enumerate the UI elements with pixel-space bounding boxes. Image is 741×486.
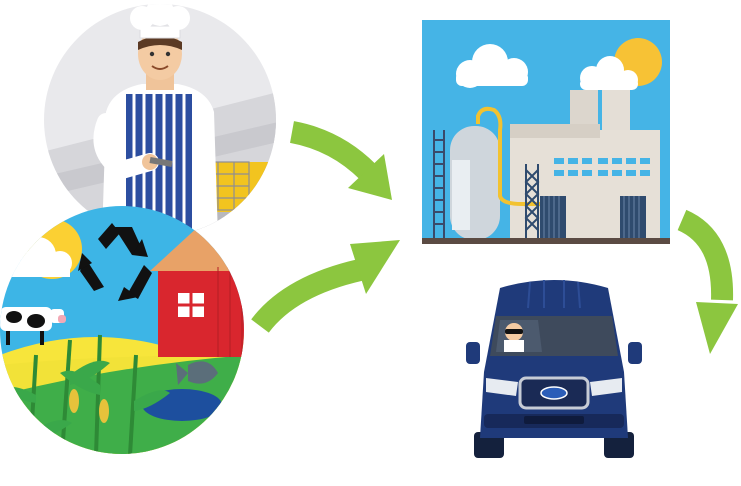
chef-frying-icon	[44, 4, 276, 236]
arrow-chef-to-refinery	[289, 121, 392, 200]
arrow-refinery-to-van	[677, 209, 738, 354]
delivery-van-icon	[466, 280, 642, 458]
arrow-farm-to-refinery	[251, 240, 400, 333]
farm-recycling-icon	[0, 206, 244, 454]
refinery-factory-icon	[422, 20, 670, 244]
